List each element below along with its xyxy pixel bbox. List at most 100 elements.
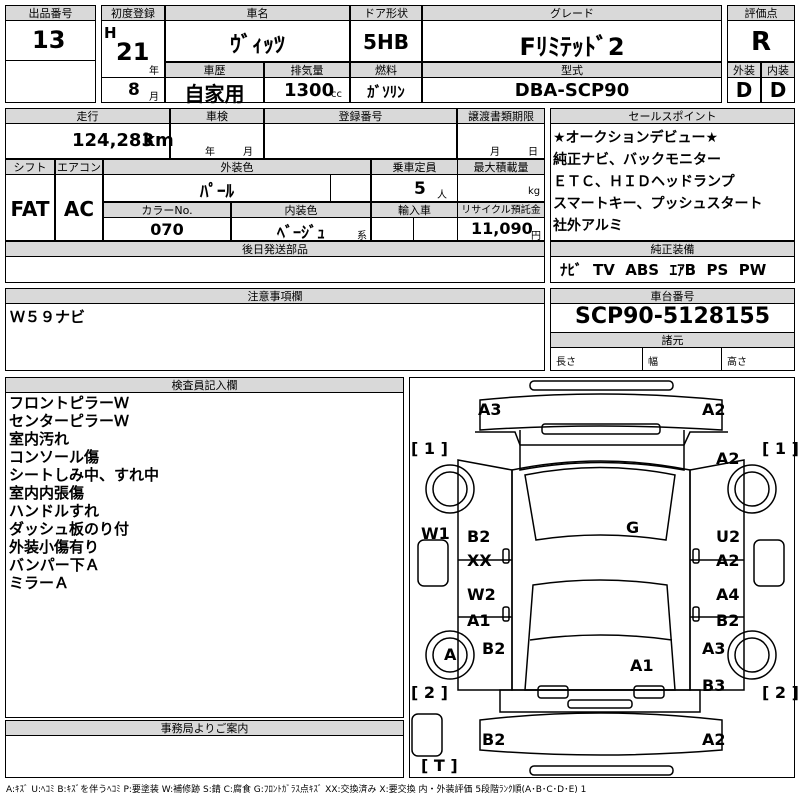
diagram-label: A2 [716, 449, 740, 468]
transfer-header: 譲渡書類期限 [457, 108, 545, 124]
grade-header: グレード [422, 5, 722, 21]
diagram-label: A1 [467, 611, 491, 630]
transfer-day-unit: 日 [528, 147, 538, 158]
diagram-label: A3 [702, 639, 726, 658]
chassis-number: SCP90-5128155 [574, 304, 770, 329]
diagram-label: [ 1 ] [411, 439, 448, 458]
sales-points-list: ★オークションデビュー★ 純正ナビ、バックモニター ＥＴＣ、ＨＩＤヘッドランプ … [553, 127, 762, 237]
spec-height-cell [721, 347, 795, 371]
exterior-header: 外装 [727, 62, 761, 78]
equipment-item: PS [706, 261, 729, 279]
diagram-label: [ 2 ] [762, 683, 799, 702]
grade-cell [422, 20, 722, 62]
inspector-line: 室内内張傷 [9, 484, 85, 502]
ac-header: エアコン [55, 159, 103, 175]
inspector-line: コンソール傷 [9, 448, 100, 466]
capacity-header: 乗車定員 [371, 159, 458, 175]
notes-text: Ｗ５９ナビ [10, 308, 86, 326]
rating: R [750, 27, 772, 57]
inspection-month-unit: 月 [243, 147, 253, 158]
inspection-header: 車検 [170, 108, 264, 124]
inspector-line: 外装小傷有り [9, 538, 100, 556]
first-reg-month-cell [101, 77, 165, 103]
equipment-list: ﾅﾋﾞ TV ABS ｴｱB PS PW [560, 259, 766, 280]
lot-no: 13 [32, 26, 66, 54]
import-cell [371, 217, 414, 241]
era-letter: H [104, 24, 117, 42]
inspector-line: バンパー下Ａ [9, 556, 100, 574]
sales-point: スマートキー、プッシュスタート [553, 196, 763, 212]
equipment-item: ﾅﾋﾞ [560, 261, 583, 279]
sales-points-cell [550, 123, 795, 241]
recycle: 11,090 [471, 219, 533, 238]
interior-cell [761, 77, 795, 103]
diagram-label: B2 [467, 527, 491, 546]
diagram-label: A2 [716, 551, 740, 570]
mileage-unit: km [143, 130, 174, 151]
inspector-line: ミラーＡ [9, 574, 70, 592]
displacement-cell [264, 77, 350, 103]
history: 自家用 [184, 82, 245, 106]
month-unit: 月 [149, 92, 159, 103]
recycle-header: リサイクル預託金 [457, 202, 545, 218]
inspector-line: フロントピラーＷ [9, 394, 130, 412]
door: 5HB [363, 30, 409, 54]
notes-cell [5, 303, 545, 371]
sales-points-header: セールスポイント [550, 108, 795, 124]
spec-height-label: 高さ [727, 357, 747, 368]
load-unit: kg [528, 186, 541, 197]
door-cell [350, 20, 422, 62]
inspector-line: ハンドルすれ [9, 502, 100, 520]
color-no-cell [103, 217, 231, 241]
spec-width-label: 幅 [648, 357, 658, 368]
color-cell-right [330, 174, 371, 202]
reg-no-header: 登録番号 [264, 108, 457, 124]
fuel-header: 燃料 [350, 62, 422, 78]
diagram-label: A3 [478, 400, 502, 419]
diagram-label: [ T ] [421, 756, 458, 775]
mileage-header: 走行 [5, 108, 170, 124]
equipment-item: TV [592, 261, 615, 279]
import-header: 輸入車 [371, 202, 458, 218]
exterior-grade: D [735, 78, 753, 102]
notes-header: 注意事項欄 [5, 288, 545, 304]
import-cell-2 [413, 217, 458, 241]
recycle-cell [457, 217, 545, 241]
equipment-cell [550, 256, 795, 283]
lot-no-header: 出品番号 [5, 5, 96, 21]
mileage: 124,283 [72, 130, 154, 151]
diagram-label: [ 2 ] [411, 683, 448, 702]
rating-header: 評価点 [727, 5, 795, 21]
capacity: 5 [414, 179, 426, 199]
ac-cell [55, 174, 103, 241]
inspector-line: 室内汚れ [9, 430, 70, 448]
office-header: 事務局よりご案内 [5, 720, 404, 736]
int-color-unit: 系 [357, 231, 367, 242]
history-header: 車歴 [165, 62, 264, 78]
shift-cell [5, 174, 55, 241]
first-reg-year: 21 [116, 38, 150, 66]
equipment-item: ｴｱB [669, 261, 697, 279]
ac: AC [63, 197, 95, 221]
exterior-cell [727, 77, 761, 103]
grade: Fﾘﾐﾃｯﾄﾞ2 [519, 33, 625, 61]
equipment-header: 純正装備 [550, 241, 795, 257]
office-cell [5, 735, 404, 778]
diagram-label: A2 [702, 400, 726, 419]
diagram-label: B2 [716, 611, 740, 630]
shift-header: シフト [5, 159, 55, 175]
diagram-label: A4 [716, 585, 740, 604]
rating-cell [727, 20, 795, 62]
year-unit: 年 [149, 66, 159, 77]
color-no: 070 [150, 220, 184, 239]
diagram-label: A [444, 645, 457, 664]
diagram-label: G [626, 518, 640, 537]
diagram-label: [ 1 ] [762, 439, 799, 458]
int-color-header: 内装色 [231, 202, 371, 218]
sales-point: ★オークションデビュー★ [553, 130, 719, 146]
color: ﾊﾟｰﾙ [200, 182, 234, 202]
interior-header: 内装 [761, 62, 795, 78]
history-cell [165, 77, 264, 103]
displacement-header: 排気量 [264, 62, 350, 78]
spec-length-label: 長さ [556, 357, 576, 368]
